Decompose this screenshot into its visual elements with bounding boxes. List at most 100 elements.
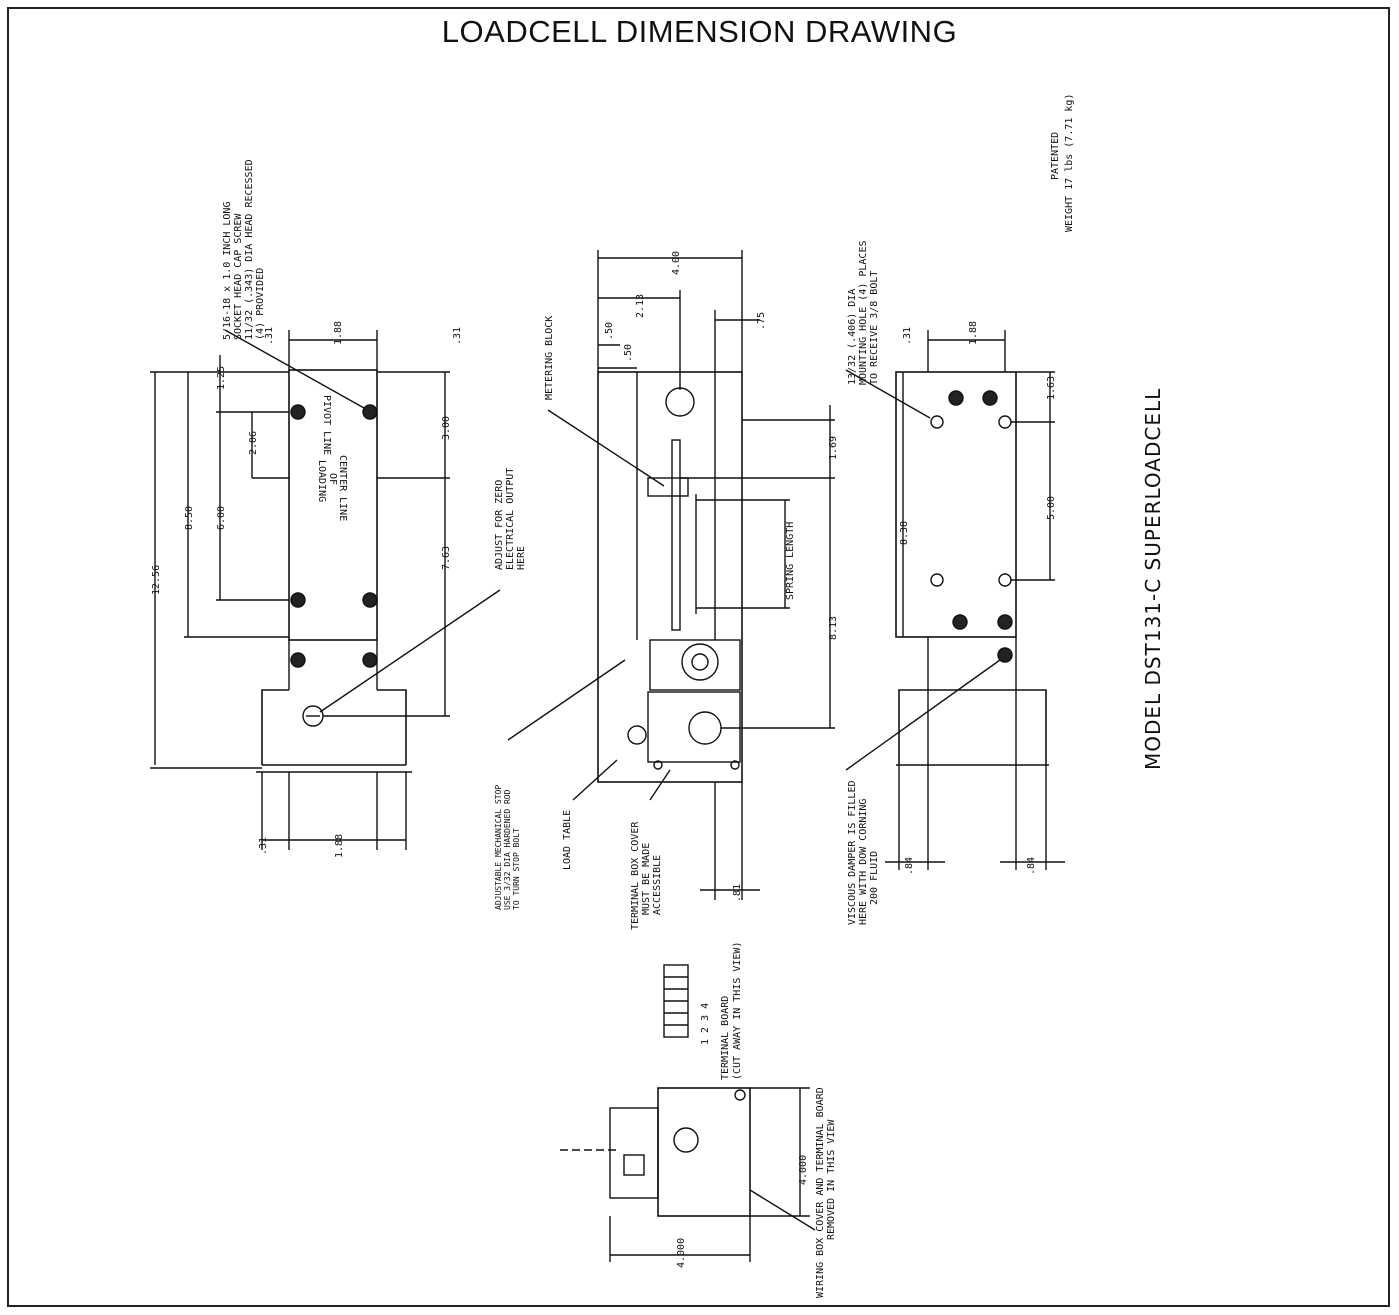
gauge-center-icon [691,653,709,671]
note-terminal-board-1: TERMINAL BOARD [720,996,731,1080]
dim-31-right: .31 [902,327,913,345]
model-label: MODEL DST131-C SUPERLOADCELL [1141,388,1165,770]
dim-50-a: .50 [604,322,615,340]
left-bolts [290,404,378,668]
note-cap-screw-3: 11/32 (.343) DIA HEAD RECESSED [244,159,255,340]
note-cap-screw-4: (4) PROVIDED [255,268,266,340]
metering-housing [649,639,741,691]
dim-84-right: .84 [1026,857,1037,875]
leader-load-table [572,759,618,801]
terminal-numbers: 1 2 3 4 [700,1003,711,1045]
dim-188-right: 1.88 [968,321,979,345]
bottom-view [560,964,816,1262]
mounting-hole-icon [998,415,1012,429]
dim-300: 3.00 [441,416,452,440]
center-line-label-2: OF [327,473,338,485]
middle-view [507,250,835,900]
note-wiring-box-1: WIRING BOX COVER AND TERMINAL BOARD [815,1087,826,1298]
middle-body [597,371,743,783]
leader-viscous-damper [845,659,1001,771]
right-body [895,371,1017,638]
bolt-icon [290,404,306,420]
left-body [288,369,378,641]
dim-75: .75 [756,312,767,330]
dim-188-left-top: 1.88 [333,321,344,345]
note-wiring-box-2: REMOVED IN THIS VIEW [826,1119,837,1240]
note-spring-length: SPRING LENGTH [785,522,796,600]
note-terminal-box-3: ACCESSIBLE [652,855,663,915]
dim-84-left: .84 [904,857,915,875]
dim-213: 2.13 [635,294,646,318]
conduit-icon [688,711,722,745]
dim-206: 2.06 [248,431,259,455]
dim-163: 1.63 [1046,376,1057,400]
dim-838: 8.38 [899,521,910,545]
leader-metering [547,409,665,487]
dim-31-left-bottom: .31 [258,837,269,855]
dim-4000-horizontal: 4.000 [676,1238,687,1268]
note-terminal-box-2: MUST BE MADE [641,843,652,915]
leader-terminal-box [649,769,671,801]
left-view [150,329,501,850]
dim-600: 6.00 [216,506,227,530]
bolt-icon [997,614,1013,630]
note-adjust-zero-3: HERE [516,546,527,570]
bolt-icon [290,652,306,668]
note-load-table: LOAD TABLE [562,810,573,870]
dim-4000-vertical: 4.000 [798,1155,809,1185]
right-view [845,330,1065,870]
screw-icon [734,1089,746,1101]
bolt-icon [362,404,378,420]
note-adjust-zero-1: ADJUST FOR ZERO [494,480,505,570]
foot-icon [653,760,663,770]
dim-125: 1.25 [216,366,227,390]
mounting-hole-icon [998,573,1012,587]
note-damper-3: 200 FLUID [869,851,880,905]
weight-label: WEIGHT 17 lbs (7.71 kg) [1064,94,1075,232]
center-line-label-1: CENTER LINE [337,455,348,521]
bolt-icon [952,614,968,630]
dim-31-left-top2: .31 [452,327,463,345]
note-cap-screw-2: SOCKET HEAD CAP SCREW [233,213,244,340]
pivot-hole-icon [665,387,695,417]
foot-icon [730,760,740,770]
load-table-icon [627,725,647,745]
note-cap-screw-1: 5/16-18 x 1.0 INCH LONG [222,202,233,340]
right-bolts [948,390,1013,663]
bolt-icon [362,592,378,608]
wiring-box-side [609,1107,659,1199]
note-mounting-hole-1: 13/32 (.406) DIA [847,289,858,385]
note-adjust-zero-2: ELECTRICAL OUTPUT [505,468,516,570]
note-terminal-box-1: TERMINAL BOX COVER [630,821,641,930]
right-mounting-holes [930,415,1012,587]
dim-763: 7.63 [441,546,452,570]
bolt-icon [290,592,306,608]
left-base [261,689,407,765]
terminal-box [647,691,741,763]
drawing-title: LOADCELL DIMENSION DRAWING [441,14,958,49]
leader-stop [507,659,626,741]
wiring-box [657,1087,751,1217]
dim-813: 8.13 [828,616,839,640]
note-mounting-hole-2: MOUNTING HOLE (4) PLACES [858,241,869,386]
bolt-icon [948,390,964,406]
center-line-label-3: LOADING [316,460,327,502]
bolt-icon [997,647,1013,663]
dim-850: 8.50 [184,506,195,530]
pivot-line-label: PIVOT LINE [321,395,332,455]
dim-50-b: .50 [623,344,634,362]
leader-mounting-hole [845,369,931,419]
mounting-hole-icon [930,573,944,587]
note-damper-2: HERE WITH DOW CORNING [858,799,869,925]
gauge-icon [681,643,719,681]
mounting-hole-icon [930,415,944,429]
bolt-icon [362,652,378,668]
leader-wiring-box [749,1189,816,1231]
metering-block [647,477,689,497]
note-metering-block: METERING BLOCK [544,316,555,400]
right-base [898,689,1047,765]
note-stop-3: TO TURN STOP BOLT [512,828,521,910]
drawing-frame [7,7,1390,1307]
dim-500: 5.00 [1046,496,1057,520]
